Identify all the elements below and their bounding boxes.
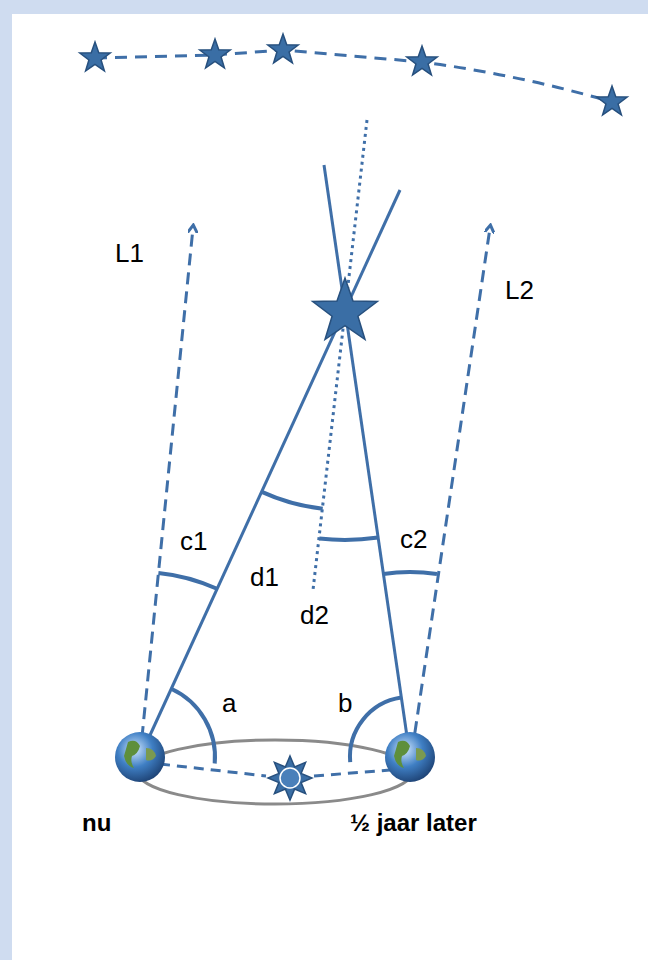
star-curve xyxy=(95,50,612,102)
bg-star xyxy=(268,34,298,63)
angle-arc xyxy=(383,572,437,574)
angle-label: a xyxy=(222,688,236,718)
sight-line xyxy=(324,165,410,757)
reference-arrow xyxy=(140,228,193,757)
bg-star xyxy=(407,46,437,75)
earth xyxy=(385,732,435,782)
position-label: ½ jaar later xyxy=(350,808,477,838)
sun-core xyxy=(280,768,300,788)
angle-arc xyxy=(171,689,215,764)
reference-arrow xyxy=(412,228,490,752)
angle-label: d2 xyxy=(300,600,329,630)
sun xyxy=(268,756,312,800)
angle-label: c2 xyxy=(400,524,427,554)
earth xyxy=(115,732,165,782)
baseline xyxy=(314,770,390,776)
sight-line xyxy=(140,190,400,757)
angle-arc xyxy=(319,538,378,540)
bg-star xyxy=(200,39,230,68)
orbit xyxy=(138,740,412,804)
near-star xyxy=(313,278,378,340)
angle-label: b xyxy=(338,688,352,718)
angle-label: c1 xyxy=(180,526,207,556)
angle-arc xyxy=(158,573,217,589)
position-label: nu xyxy=(82,808,111,838)
dotted-line xyxy=(313,120,367,590)
bg-star xyxy=(597,86,627,115)
angle-arc xyxy=(262,492,323,509)
bg-star xyxy=(80,42,110,71)
line-label: L1 xyxy=(115,238,144,268)
line-label: L2 xyxy=(505,275,534,305)
baseline xyxy=(160,764,266,776)
angle-label: d1 xyxy=(250,562,279,592)
